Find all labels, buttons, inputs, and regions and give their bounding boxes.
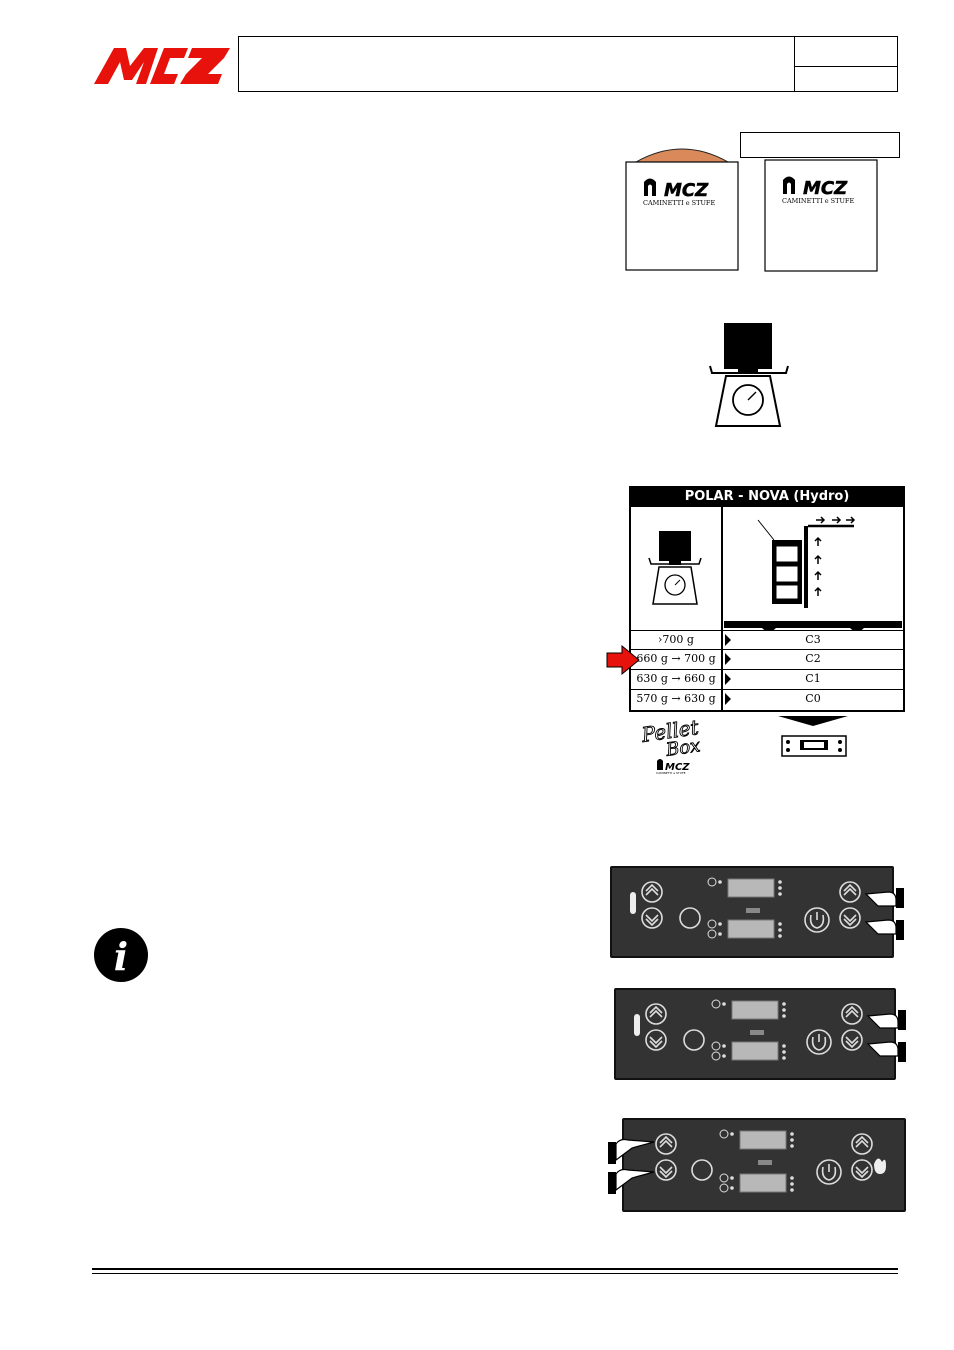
red-arrow-icon: [606, 645, 640, 675]
table-row-setting: C2: [805, 652, 821, 665]
svg-text:CAMINETTI e STUFE: CAMINETTI e STUFE: [643, 199, 715, 207]
table-row-divider: [631, 689, 903, 690]
pointing-hand-icon: [864, 888, 904, 940]
mcz-bag-logo-icon: MCZ CAMINETTI e STUFE: [643, 178, 715, 207]
table-column-divider: [721, 507, 723, 710]
control-panel: [610, 866, 894, 958]
svg-text:Box: Box: [664, 735, 702, 761]
header-divider: [794, 36, 795, 92]
svg-text:MCZ: MCZ: [664, 180, 709, 201]
table-row-weight: 630 g → 660 g: [636, 672, 716, 685]
svg-text:MCZ: MCZ: [803, 178, 848, 199]
control-panel-thumbnail-icon: [778, 716, 848, 757]
svg-text:MCZ: MCZ: [665, 762, 690, 773]
scale-icon: [709, 323, 789, 427]
mcz-logo: [94, 48, 230, 84]
table-row-divider: [631, 630, 903, 631]
scale-icon: [648, 531, 702, 605]
mcz-bag-logo-icon: MCZ CAMINETTI e STUFE: [782, 176, 854, 205]
pointing-hand-icon: [608, 1138, 655, 1194]
control-panel: [614, 988, 896, 1080]
table-row-weight: 570 g → 630 g: [636, 692, 716, 705]
table-row-setting: C1: [805, 672, 821, 685]
footer-rule: [92, 1268, 898, 1270]
pellet-box-logo-icon: Pellet Box MCZ CAMINETTI e STUFE: [640, 716, 702, 774]
bag-label-box: [740, 132, 900, 158]
svg-text:CAMINETTI e STUFE: CAMINETTI e STUFE: [656, 771, 686, 774]
pellet-bags-illustration: MCZ CAMINETTI e STUFE MCZ CAMINETTI e ST…: [625, 148, 878, 272]
footer-rule: [92, 1273, 898, 1274]
info-icon: i: [94, 928, 148, 982]
table-row-weight: 660 g → 700 g: [636, 652, 716, 665]
svg-text:i: i: [114, 934, 128, 979]
row-pointer-icons: [725, 634, 731, 705]
table-row-divider: [631, 649, 903, 650]
control-panel: [622, 1118, 906, 1212]
table-row-divider: [631, 669, 903, 670]
table-title: POLAR - NOVA (Hydro): [631, 487, 903, 507]
stove-diagram: [724, 516, 902, 630]
header-divider: [794, 66, 898, 67]
header-title-box: [238, 36, 898, 92]
table-row-setting: C3: [805, 633, 821, 646]
table-row-setting: C0: [805, 692, 821, 705]
svg-text:CAMINETTI e STUFE: CAMINETTI e STUFE: [782, 197, 854, 205]
table-row-weight: ›700 g: [658, 633, 694, 646]
pointing-hand-icon: [866, 1010, 906, 1062]
